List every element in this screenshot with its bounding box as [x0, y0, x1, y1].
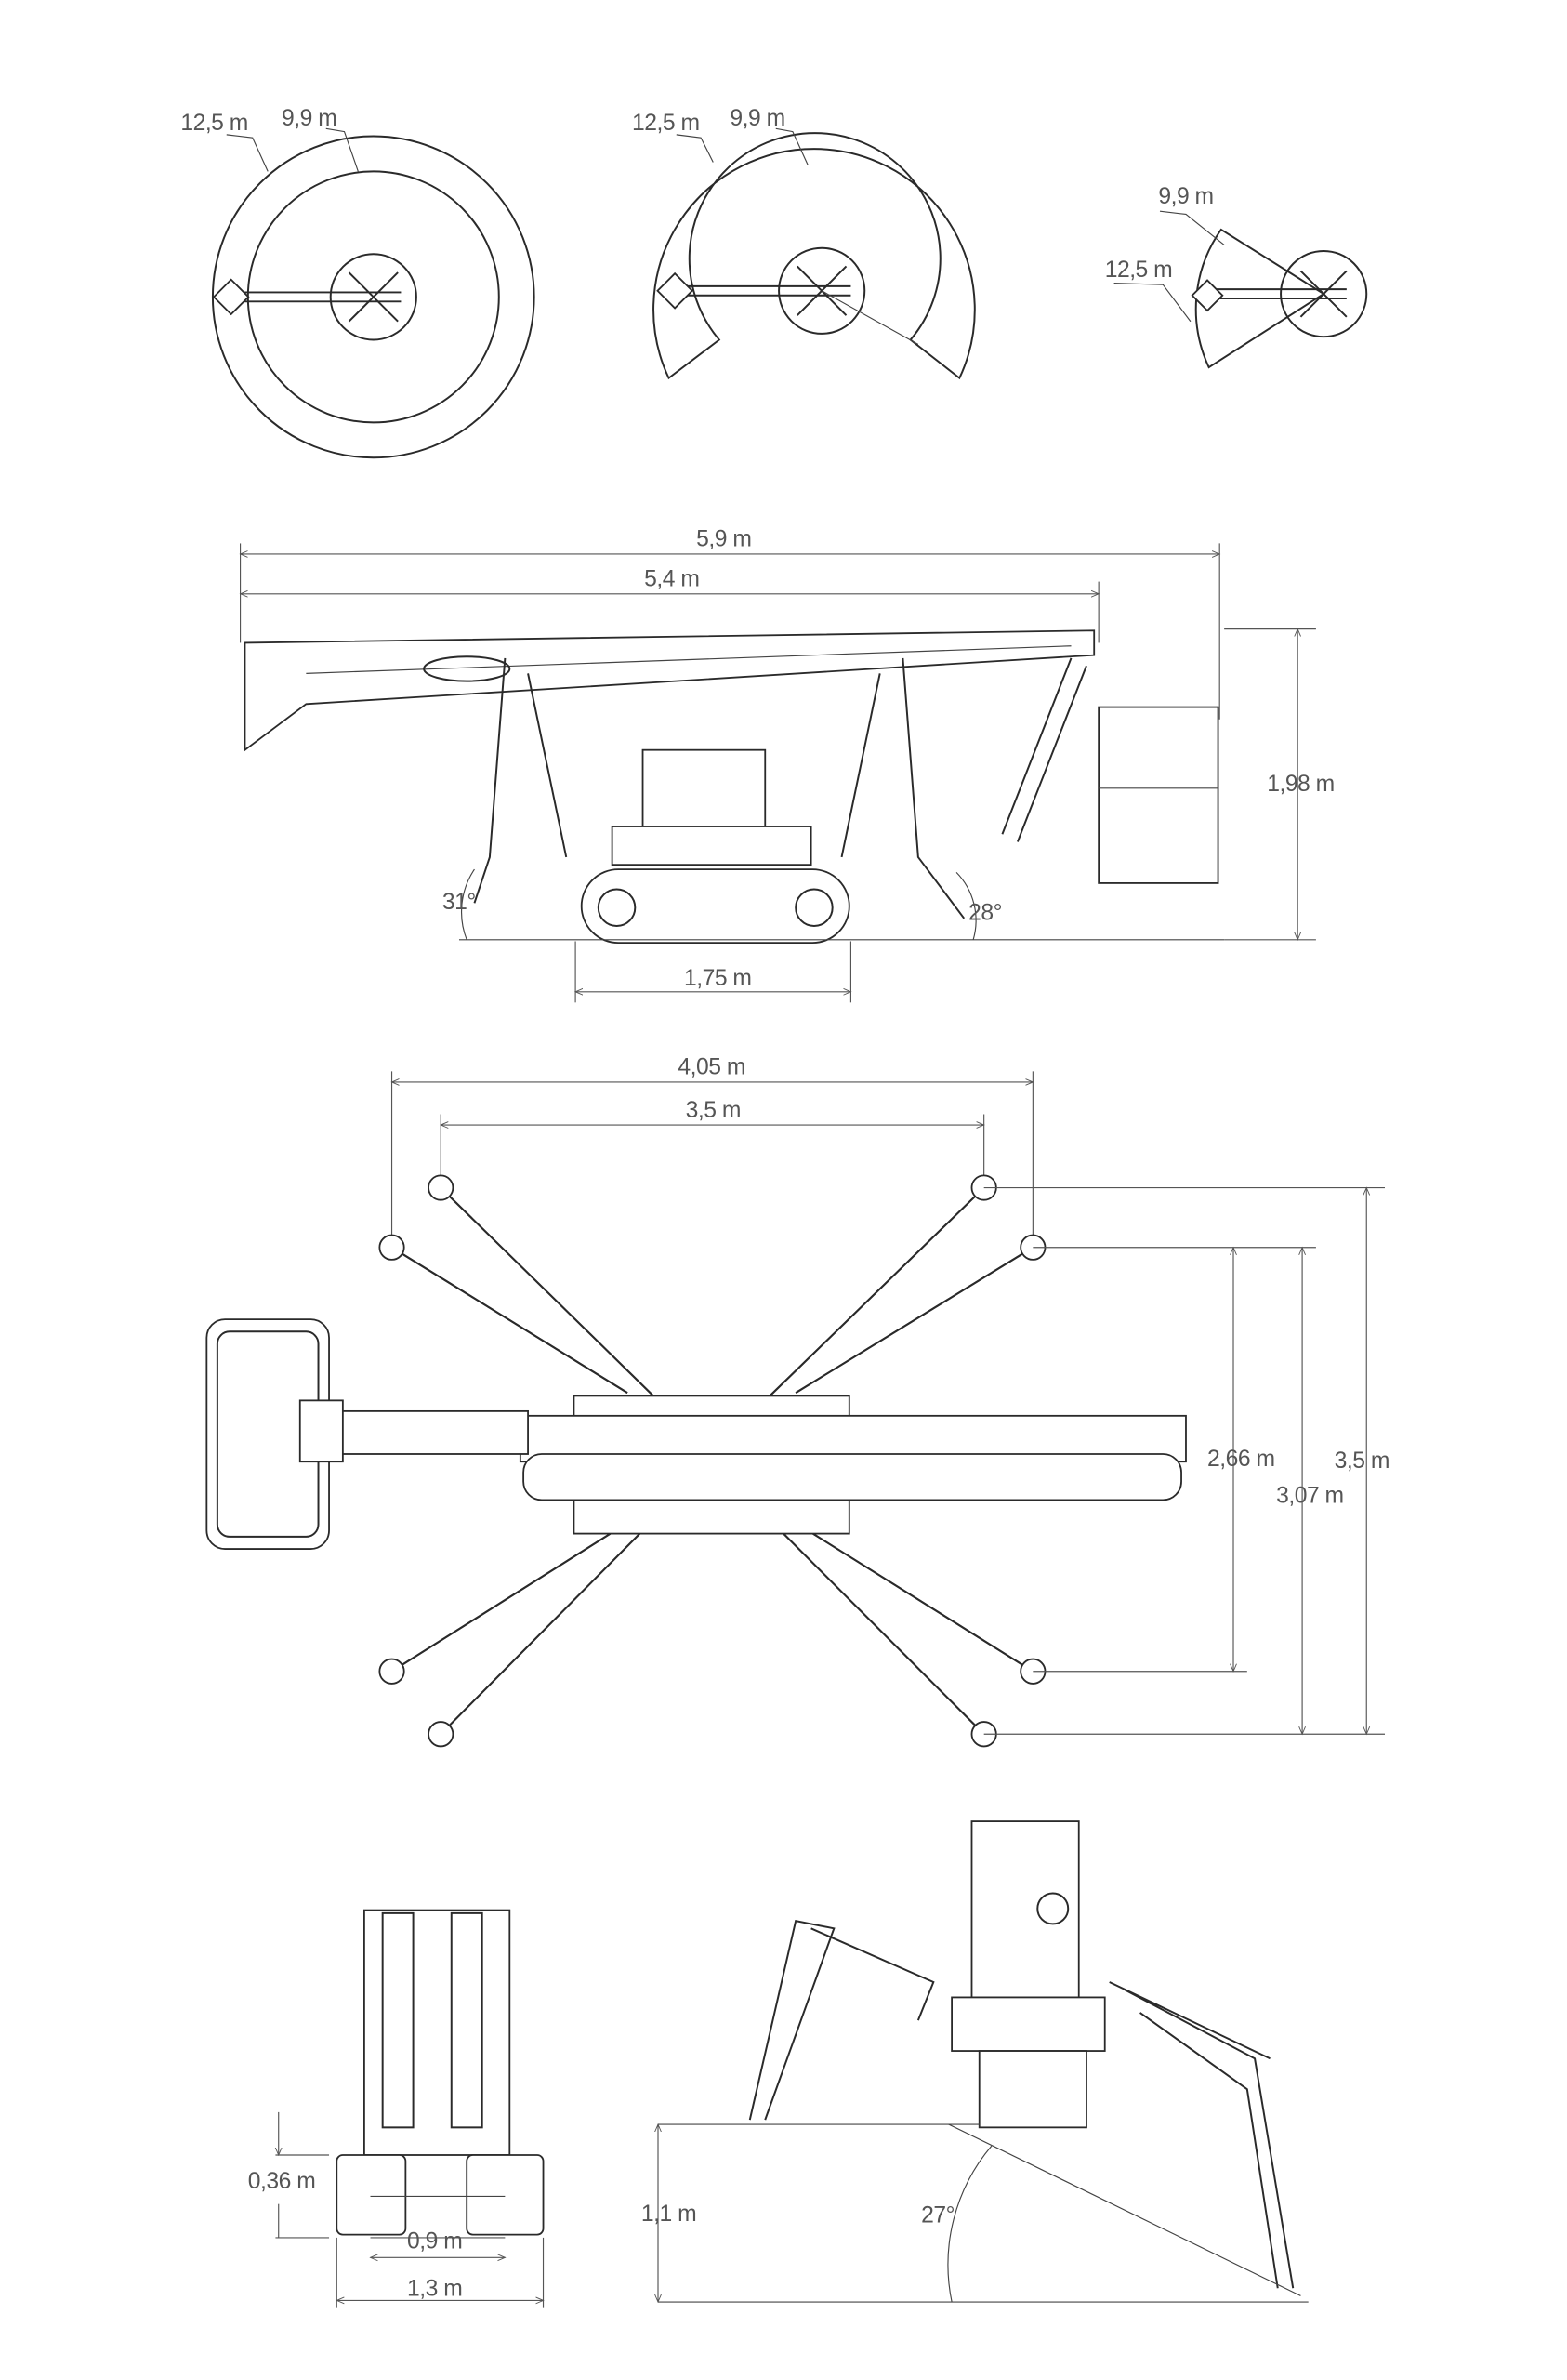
- range-inner-label-3: 9,9 m: [1158, 184, 1213, 209]
- range-outer-label-1: 12,5 m: [180, 111, 248, 136]
- dim-width-inner-b: 3,07 m: [1276, 1484, 1344, 1509]
- slope-angle: 27°: [921, 2202, 955, 2228]
- range-diagram-narrow: 9,9 m 12,5 m: [1105, 184, 1368, 369]
- dim-overall-length: 5,9 m: [696, 527, 751, 552]
- range-inner-label-1: 9,9 m: [282, 106, 336, 131]
- dim-width-inner-a: 2,66 m: [1207, 1447, 1275, 1472]
- side-view: 5,9 m 5,4 m 1,98 m 31° 28° 1,75 m: [241, 527, 1335, 1003]
- range-inner-label-2: 9,9 m: [730, 106, 784, 131]
- front-view: 0,36 m 0,9 m 1,3 m: [248, 1909, 544, 2308]
- range-diagram-partial: 12,5 m 9,9 m: [632, 106, 976, 380]
- dim-length-no-basket: 5,4 m: [644, 567, 699, 592]
- range-outer-label-3: 12,5 m: [1105, 258, 1173, 283]
- dim-height: 1,98 m: [1267, 772, 1335, 797]
- dim-outrigger-span-outer: 4,05 m: [678, 1055, 745, 1080]
- angle-front: 31°: [442, 890, 476, 915]
- dim-track-length: 1,75 m: [684, 966, 752, 991]
- dim-overall-width: 1,3 m: [407, 2276, 462, 2301]
- dim-width-outer: 3,5 m: [1335, 1448, 1389, 1474]
- range-diagram-full: 12,5 m 9,9 m: [180, 106, 535, 459]
- dim-ground-clearance: 0,36 m: [248, 2169, 316, 2194]
- range-outer-label-2: 12,5 m: [632, 111, 700, 136]
- dim-slope-height: 1,1 m: [641, 2202, 696, 2227]
- angle-rear: 28°: [968, 900, 1002, 925]
- top-view: 4,05 m 3,5 m 3,5: [205, 1055, 1389, 1748]
- dim-outrigger-span-inner: 3,5 m: [686, 1098, 741, 1123]
- slope-view: 1,1 m 27°: [641, 1820, 1309, 2302]
- dim-track-width: 0,9 m: [407, 2228, 462, 2254]
